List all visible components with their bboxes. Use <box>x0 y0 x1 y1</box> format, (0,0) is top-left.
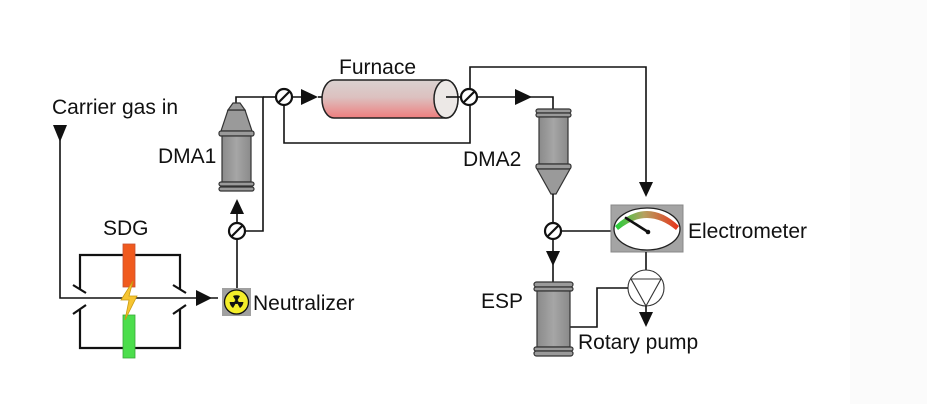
furnace-end-cap <box>433 79 459 119</box>
switch-upper-right <box>172 284 187 294</box>
esp-flange-top <box>533 281 574 288</box>
furnace-bypass-line <box>283 105 471 144</box>
valve-furnace-inlet[interactable] <box>274 87 294 107</box>
furnace-label: Furnace <box>339 56 416 79</box>
dma2-body <box>538 116 569 165</box>
carrier-gas-label: Carrier gas in <box>52 96 178 119</box>
dma1-cone <box>220 109 253 132</box>
esp-label: ESP <box>481 290 523 313</box>
dma1-body <box>221 135 252 183</box>
arrow-down-icon <box>639 182 653 197</box>
pump-icon <box>627 269 665 307</box>
carrier-gas-inlet: Carrier gas in <box>52 96 218 299</box>
sdg-label: SDG <box>103 217 149 240</box>
neutralizer: Neutralizer <box>222 240 355 316</box>
electrometer: Electrometer <box>610 204 807 253</box>
dma2-cone <box>535 168 572 195</box>
rotary-pump-label: Rotary pump <box>578 331 698 354</box>
arrow-down-icon <box>546 251 560 266</box>
dma1: DMA1 <box>158 102 255 192</box>
furnace-to-dma2-line <box>477 96 554 109</box>
valve-dma1-inlet[interactable] <box>227 221 247 241</box>
sdg: SDG <box>72 217 212 359</box>
switch-lower-left <box>72 304 87 315</box>
electrode-top <box>122 243 136 288</box>
arrow-down-icon <box>53 125 67 142</box>
valve-furnace-outlet[interactable] <box>459 87 479 107</box>
esp-flange-top2 <box>533 286 574 292</box>
dma1-label: DMA1 <box>158 145 216 168</box>
spark-icon <box>120 280 138 321</box>
neutralizer-label: Neutralizer <box>253 292 355 315</box>
background-strip <box>850 0 927 404</box>
electrode-bottom <box>122 314 136 359</box>
arrow-up-icon <box>230 199 244 214</box>
dma2-label: DMA2 <box>463 148 521 171</box>
dma2: DMA2 <box>463 108 572 195</box>
furnace: Furnace <box>318 56 462 119</box>
dma1-flange-top <box>218 130 255 137</box>
dma1-flange-bottom <box>218 181 255 187</box>
radiation-icon <box>223 289 250 315</box>
switch-lower-right <box>172 304 187 315</box>
electrometer-label: Electrometer <box>688 220 807 243</box>
bypass-to-electrometer-line <box>469 66 647 183</box>
arrow-right-icon <box>301 89 318 105</box>
esp: ESP <box>481 281 574 357</box>
rotary-pump: Rotary pump <box>578 269 698 354</box>
carrier-gas-line <box>59 140 218 299</box>
esp-flange-bottom2 <box>533 350 574 357</box>
dma1-flange-base <box>218 186 255 192</box>
dma2-flange-bottom <box>535 163 572 170</box>
arrow-right-icon <box>196 290 212 306</box>
arrow-right-icon <box>515 89 532 105</box>
valve-dma2-outlet[interactable] <box>543 221 563 241</box>
esp-body <box>536 290 571 348</box>
dma1-tip <box>226 102 247 111</box>
esp-to-pump-line <box>570 287 628 328</box>
switch-upper-left <box>72 284 87 294</box>
arrow-down-icon <box>639 312 653 327</box>
gauge-icon <box>613 207 681 251</box>
